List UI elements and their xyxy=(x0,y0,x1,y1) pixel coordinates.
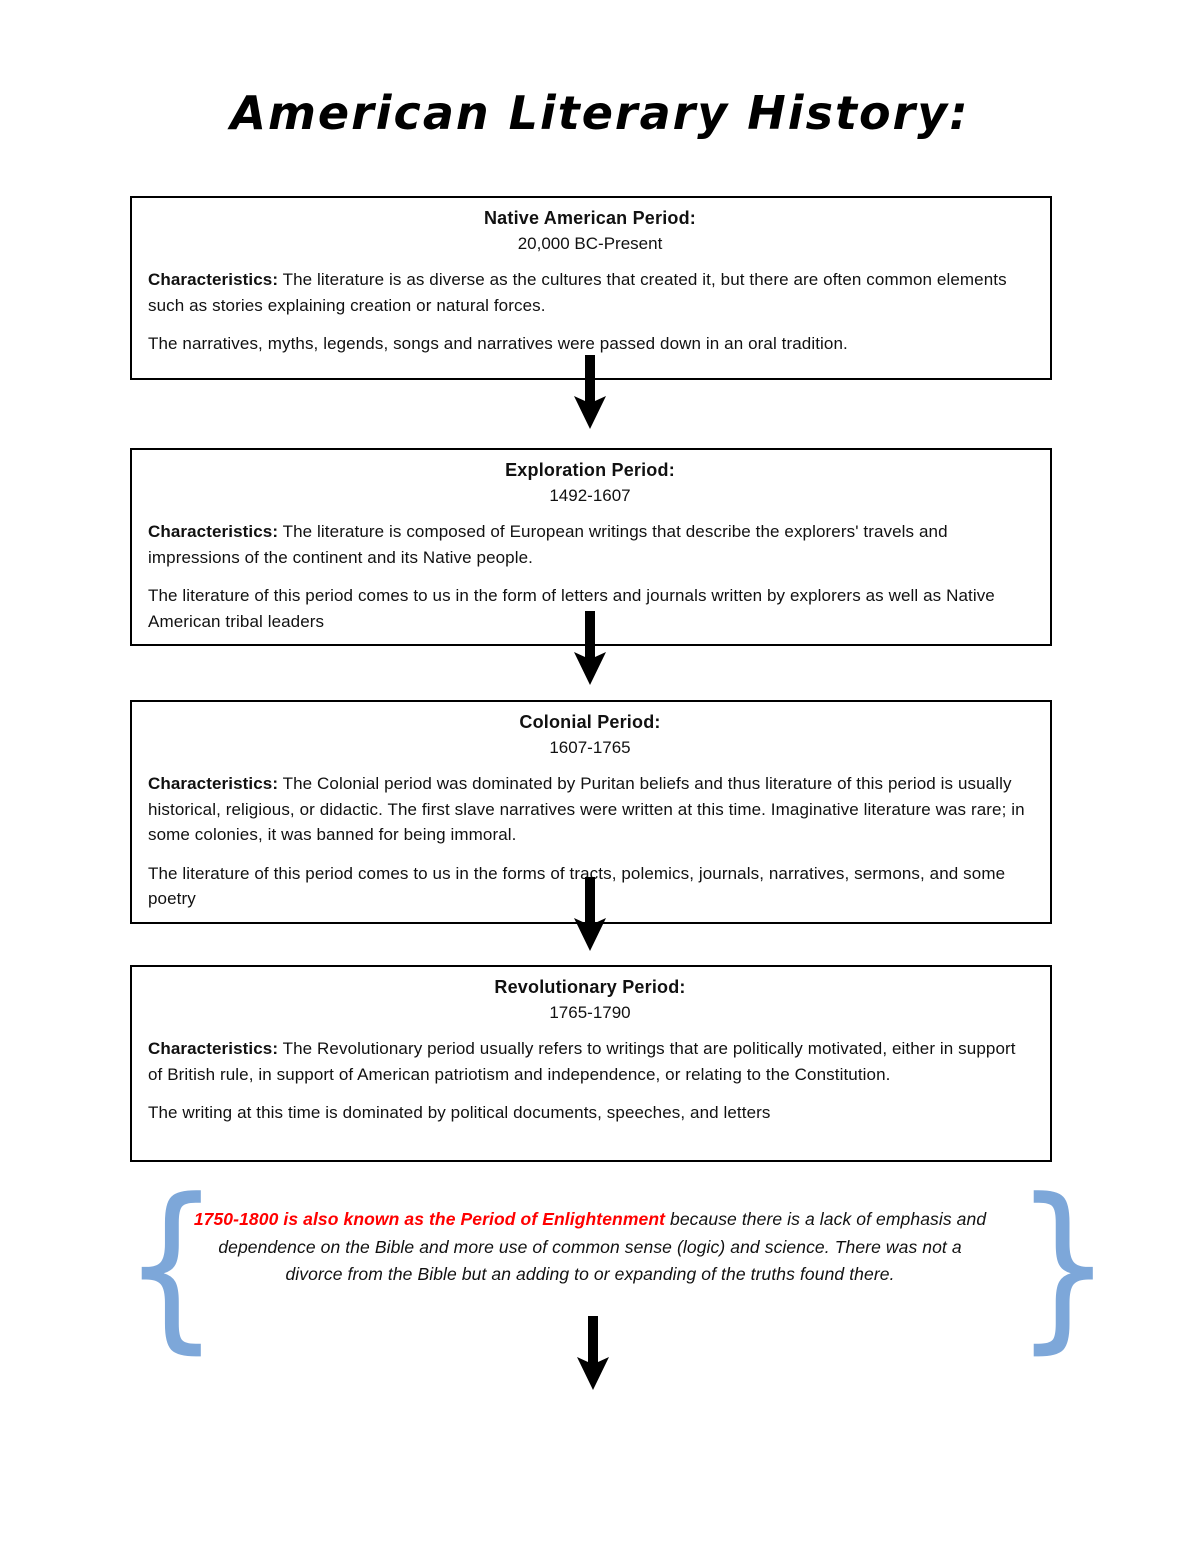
note-body: because there is a lack of emphasis and … xyxy=(218,1209,987,1285)
forms-paragraph: The narratives, myths, legends, songs an… xyxy=(148,334,848,353)
period-dates: 20,000 BC-Present xyxy=(517,234,663,253)
period-box-native-american: Native American Period: 20,000 BC-Presen… xyxy=(130,196,1052,380)
right-brace: } xyxy=(1014,1161,1112,1370)
characteristics-label: Characteristics: xyxy=(148,270,279,289)
characteristics-paragraph: Characteristics: The Colonial period was… xyxy=(148,771,1032,848)
period-title: Colonial Period: xyxy=(519,712,661,732)
period-title: Revolutionary Period: xyxy=(494,977,686,997)
period-title: Native American Period: xyxy=(483,208,696,228)
down-arrow-icon xyxy=(571,611,609,685)
characteristics-label: Characteristics: xyxy=(148,1039,279,1058)
characteristics-paragraph: Characteristics: The literature is compo… xyxy=(148,519,1032,570)
forms-paragraph: The literature of this period comes to u… xyxy=(148,586,995,631)
characteristics-text: The literature is as diverse as the cult… xyxy=(148,270,1007,315)
note-highlight: 1750-1800 is also known as the Period of… xyxy=(193,1209,666,1229)
characteristics-label: Characteristics: xyxy=(148,522,279,541)
characteristics-text: The Colonial period was dominated by Pur… xyxy=(148,774,1025,844)
down-arrow-icon xyxy=(574,1316,612,1390)
period-dates: 1607-1765 xyxy=(549,738,631,757)
forms-paragraph: The writing at this time is dominated by… xyxy=(148,1103,771,1122)
characteristics-label: Characteristics: xyxy=(148,774,279,793)
characteristics-text: The Revolutionary period usually refers … xyxy=(148,1039,1016,1084)
down-arrow-icon xyxy=(571,877,609,951)
characteristics-text: The literature is composed of European w… xyxy=(148,522,948,567)
left-brace: { xyxy=(122,1161,220,1370)
page-title: American Literary History: xyxy=(230,86,970,140)
enlightenment-note: 1750-1800 is also known as the Period of… xyxy=(188,1206,992,1289)
period-title: Exploration Period: xyxy=(505,460,675,480)
period-dates: 1492-1607 xyxy=(549,486,631,505)
period-dates: 1765-1790 xyxy=(549,1003,631,1022)
characteristics-paragraph: Characteristics: The Revolutionary perio… xyxy=(148,1036,1032,1087)
characteristics-paragraph: Characteristics: The literature is as di… xyxy=(148,267,1032,318)
period-box-revolutionary: Revolutionary Period: 1765-1790 Characte… xyxy=(130,965,1052,1162)
down-arrow-icon xyxy=(571,355,609,429)
forms-paragraph: The literature of this period comes to u… xyxy=(148,863,1006,909)
